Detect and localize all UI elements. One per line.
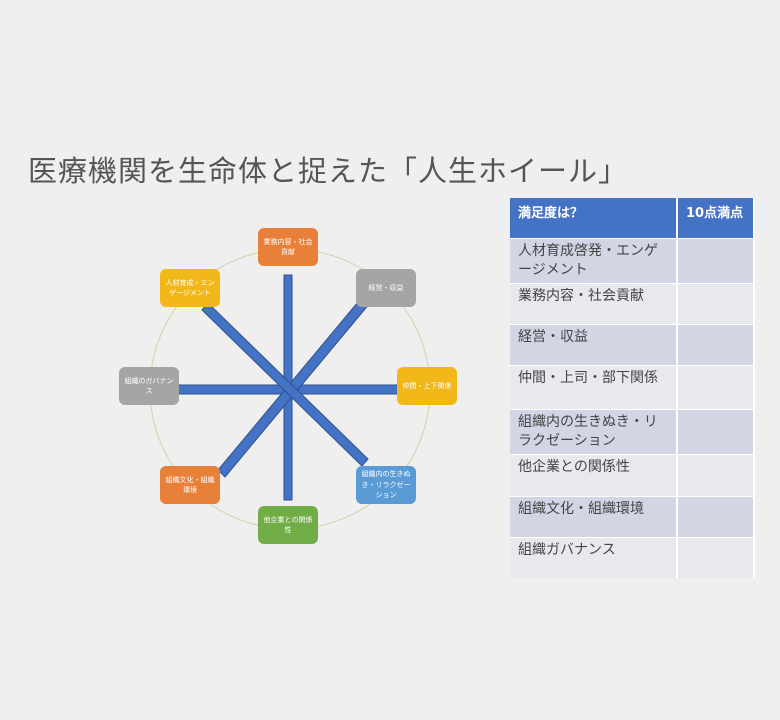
wheel-node-work: 業務内容・社会貢献 [258, 228, 318, 266]
score-cell[interactable] [677, 282, 755, 325]
wheel-node-hr: 人材育成・エンゲージメント [160, 269, 220, 307]
wheel-node-other-companies: 他企業との関係性 [258, 506, 318, 544]
table-row: 他企業との関係性 [510, 453, 755, 497]
slide-title: 医療機関を生命体と捉えた「人生ホイール」 [28, 154, 629, 188]
header-satisfaction: 満足度は？ [510, 198, 678, 239]
table-row: 業務内容・社会貢献 [510, 282, 755, 325]
score-cell[interactable] [677, 495, 755, 538]
table-row: 人材育成啓発・エンゲージメント [510, 238, 755, 284]
score-cell[interactable] [677, 364, 755, 410]
wheel-node-culture: 組織文化・組織環境 [160, 466, 220, 504]
table-row: 仲間・上司・部下関係 [510, 364, 755, 410]
table-row: 組織内の生きぬき・リラクゼーション [510, 408, 755, 455]
spokes [174, 274, 401, 501]
table-row: 経営・収益 [510, 323, 755, 366]
wheel-node-management: 経営・収益 [356, 269, 416, 307]
wheel-node-relaxation: 組織内の生きぬき・リラクゼーション [356, 466, 416, 504]
header-score: 10点満点 [677, 198, 755, 239]
satisfaction-table: 満足度は？10点満点 人材育成啓発・エンゲージメント 業務内容・社会貢献 経営・… [510, 198, 755, 578]
score-cell[interactable] [677, 323, 755, 366]
score-cell[interactable] [677, 453, 755, 497]
score-cell[interactable] [677, 408, 755, 455]
table-row: 組織ガバナンス [510, 536, 755, 578]
score-cell[interactable] [677, 238, 755, 284]
wheel-node-governance: 組織のガバナンス [119, 367, 179, 405]
table-row: 組織文化・組織環境 [510, 495, 755, 538]
score-cell[interactable] [677, 536, 755, 578]
wheel-node-relations: 仲間・上下関係 [397, 367, 457, 405]
